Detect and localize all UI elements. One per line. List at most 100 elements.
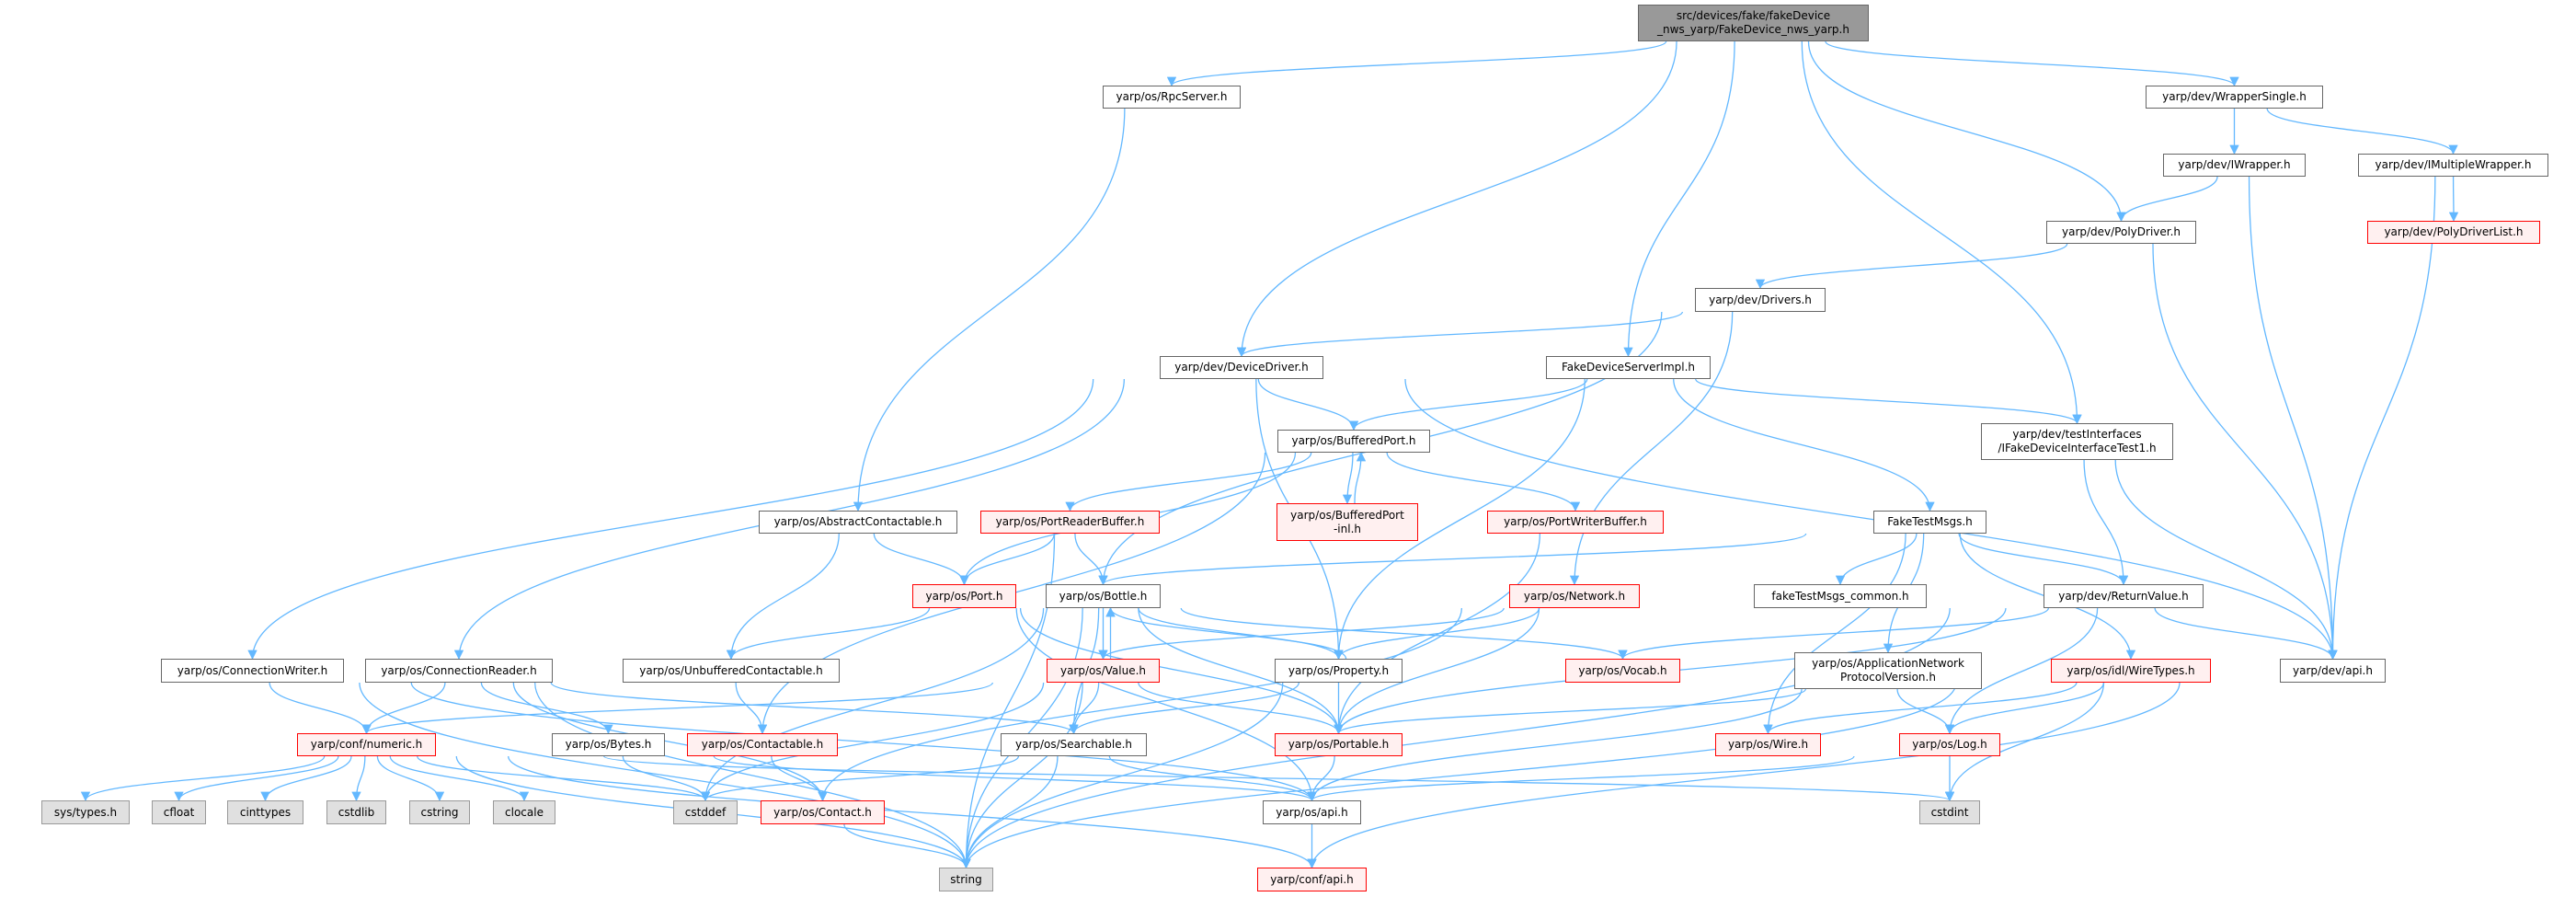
- node-port[interactable]: yarp/os/Port.h: [912, 584, 1016, 608]
- node-label: yarp/os/Bytes.h: [565, 738, 652, 751]
- node-label: string: [950, 872, 982, 886]
- node-label: cinttypes: [239, 805, 292, 819]
- node-returnvalue[interactable]: yarp/dev/ReturnValue.h: [2044, 584, 2204, 608]
- node-cstddef: cstddef: [673, 800, 738, 824]
- node-portwriterbuffer[interactable]: yarp/os/PortWriterBuffer.h: [1487, 511, 1664, 534]
- edge-log-to-osapi: [1307, 755, 1855, 802]
- node-property[interactable]: yarp/os/Property.h: [1275, 659, 1402, 683]
- node-label: yarp/os/BufferedPort -inl.h: [1290, 508, 1404, 535]
- edge-devicedriver-to-devapi: [1404, 378, 2338, 661]
- edge-unbufferedcontactable-to-contactable: [735, 682, 768, 735]
- edge-wrappersingle-to-imultiplewrapper: [2266, 108, 2458, 155]
- node-wire[interactable]: yarp/os/Wire.h: [1715, 733, 1821, 756]
- node-testinterfaces[interactable]: yarp/dev/testInterfaces /IFakeDeviceInte…: [1981, 423, 2173, 460]
- node-appnetproto[interactable]: yarp/os/ApplicationNetwork ProtocolVersi…: [1794, 652, 1982, 689]
- node-confapi[interactable]: yarp/conf/api.h: [1257, 868, 1367, 891]
- edge-numeric-to-cstring: [376, 755, 445, 802]
- node-searchable[interactable]: yarp/os/Searchable.h: [1001, 733, 1147, 756]
- node-contact[interactable]: yarp/os/Contact.h: [761, 800, 885, 824]
- node-label: cstdint: [1930, 805, 1969, 819]
- edge-connectionwriter-to-numeric: [269, 682, 372, 735]
- node-wrappersingle[interactable]: yarp/dev/WrapperSingle.h: [2146, 86, 2323, 109]
- node-systypes: sys/types.h: [41, 800, 130, 824]
- node-cfloat: cfloat: [152, 800, 206, 824]
- node-bytes[interactable]: yarp/os/Bytes.h: [552, 733, 665, 756]
- node-network[interactable]: yarp/os/Network.h: [1509, 584, 1640, 608]
- node-iwrapper[interactable]: yarp/dev/IWrapper.h: [2163, 154, 2306, 177]
- node-rpcserver[interactable]: yarp/os/RpcServer.h: [1103, 86, 1241, 109]
- node-numeric[interactable]: yarp/conf/numeric.h: [297, 733, 436, 756]
- node-polydriver[interactable]: yarp/dev/PolyDriver.h: [2046, 221, 2196, 244]
- node-cstring: cstring: [409, 800, 470, 824]
- edge-imultiplewrapper-to-devapi: [2328, 176, 2436, 661]
- node-cinttypes: cinttypes: [227, 800, 303, 824]
- edge-value-to-portable: [1138, 682, 1344, 735]
- node-abstractcontactable[interactable]: yarp/os/AbstractContactable.h: [759, 511, 957, 534]
- node-vocab[interactable]: yarp/os/Vocab.h: [1565, 659, 1680, 683]
- node-label: yarp/os/ConnectionWriter.h: [177, 663, 328, 677]
- edge-numeric-to-cfloat: [174, 755, 339, 802]
- node-devicedriver[interactable]: yarp/dev/DeviceDriver.h: [1160, 356, 1323, 379]
- node-portable[interactable]: yarp/os/Portable.h: [1275, 733, 1402, 756]
- edge-network-to-contact: [818, 607, 1463, 802]
- node-fakeserverimpl[interactable]: FakeDeviceServerImpl.h: [1546, 356, 1711, 379]
- node-faketestmsgs[interactable]: FakeTestMsgs.h: [1873, 511, 1986, 534]
- node-label: cfloat: [163, 805, 195, 819]
- node-osapi[interactable]: yarp/os/api.h: [1263, 800, 1361, 824]
- node-label: yarp/dev/ReturnValue.h: [2058, 589, 2189, 603]
- edge-testinterfaces-to-returnvalue: [2083, 459, 2129, 586]
- node-unbufferedcontactable[interactable]: yarp/os/UnbufferedContactable.h: [623, 659, 840, 683]
- edge-root-to-testinterfaces: [1801, 40, 2082, 425]
- edge-root-to-rpcserver: [1167, 40, 1667, 87]
- node-bufferedport[interactable]: yarp/os/BufferedPort.h: [1277, 430, 1430, 453]
- node-string: string: [939, 868, 993, 891]
- node-label: yarp/conf/api.h: [1270, 872, 1354, 886]
- edge-value-to-searchable: [1069, 682, 1100, 735]
- node-label: yarp/os/Searchable.h: [1014, 738, 1133, 751]
- node-connectionwriter[interactable]: yarp/os/ConnectionWriter.h: [161, 659, 344, 683]
- edge-searchable-to-cstddef: [700, 755, 1020, 802]
- node-label: yarp/os/RpcServer.h: [1116, 90, 1228, 103]
- node-value[interactable]: yarp/os/Value.h: [1047, 659, 1160, 683]
- node-label: yarp/dev/IWrapper.h: [2178, 158, 2291, 171]
- edge-devicedriver-to-bufferedport: [1257, 378, 1359, 431]
- node-portreaderbuffer[interactable]: yarp/os/PortReaderBuffer.h: [980, 511, 1160, 534]
- edge-faketestmsgs-to-returnvalue: [1958, 533, 2129, 586]
- node-label: yarp/dev/IMultipleWrapper.h: [2375, 158, 2532, 171]
- node-wiretypes[interactable]: yarp/os/idl/WireTypes.h: [2051, 659, 2211, 683]
- node-contactable[interactable]: yarp/os/Contactable.h: [687, 733, 838, 756]
- node-label: FakeDeviceServerImpl.h: [1561, 361, 1696, 374]
- edge-faketestmsgs-to-bottle: [1098, 533, 1807, 586]
- node-label: yarp/dev/PolyDriver.h: [2061, 225, 2181, 238]
- node-label: yarp/os/api.h: [1276, 805, 1348, 819]
- edge-bufferedportinl-to-bufferedport: [1354, 451, 1367, 504]
- edge-bufferedport-to-bufferedportinl: [1342, 452, 1354, 505]
- node-faketestmsgscommon[interactable]: fakeTestMsgs_common.h: [1754, 584, 1927, 608]
- node-label: yarp/os/Contact.h: [773, 805, 872, 819]
- edge-returnvalue-to-log: [1944, 607, 2099, 735]
- edge-property-to-bottle: [1105, 606, 1347, 660]
- node-label: yarp/os/Vocab.h: [1578, 663, 1667, 677]
- node-bufferedportinl[interactable]: yarp/os/BufferedPort -inl.h: [1277, 503, 1418, 541]
- node-devapi[interactable]: yarp/dev/api.h: [2280, 659, 2386, 683]
- node-polydriverlist[interactable]: yarp/dev/PolyDriverList.h: [2367, 221, 2540, 244]
- edge-bufferedport-to-portreaderbuffer: [1065, 452, 1312, 512]
- node-bottle[interactable]: yarp/os/Bottle.h: [1046, 584, 1161, 608]
- edge-appnetproto-to-portable: [1334, 688, 1807, 735]
- node-label: sys/types.h: [53, 805, 118, 819]
- edge-wiretypes-to-string: [961, 682, 1957, 869]
- node-root[interactable]: src/devices/fake/fakeDevice _nws_yarp/Fa…: [1638, 5, 1869, 41]
- node-label: yarp/dev/WrapperSingle.h: [2162, 90, 2307, 103]
- node-log[interactable]: yarp/os/Log.h: [1899, 733, 2000, 756]
- node-label: yarp/os/Log.h: [1912, 738, 1987, 751]
- node-label: yarp/os/Property.h: [1288, 663, 1390, 677]
- node-label: yarp/dev/api.h: [2293, 663, 2373, 677]
- node-label: yarp/os/AbstractContactable.h: [773, 515, 943, 528]
- node-drivers[interactable]: yarp/dev/Drivers.h: [1695, 288, 1826, 312]
- edge-numeric-to-cstdlib: [351, 755, 366, 802]
- node-imultiplewrapper[interactable]: yarp/dev/IMultipleWrapper.h: [2358, 154, 2548, 177]
- node-connectionreader[interactable]: yarp/os/ConnectionReader.h: [365, 659, 553, 683]
- node-label: fakeTestMsgs_common.h: [1771, 589, 1909, 603]
- edge-numeric-to-cstdint: [603, 755, 1954, 802]
